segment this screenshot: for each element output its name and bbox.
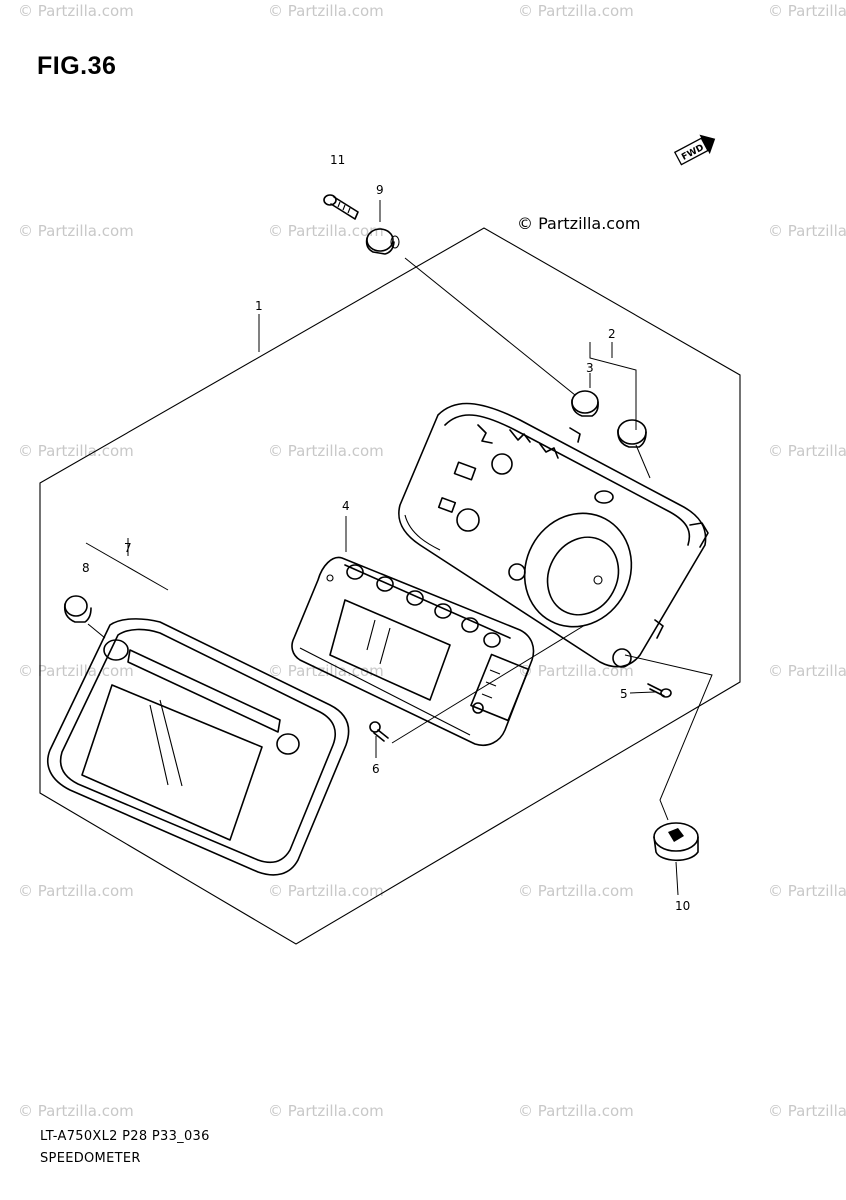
forward-arrow-icon: FWD: [673, 134, 716, 166]
watermark-tile: © Partzilla.com: [268, 222, 384, 240]
leader-lines: [85, 200, 713, 896]
watermark-tile: © Partzilla.com: [518, 1102, 634, 1120]
callout-7: 7: [124, 541, 132, 555]
screw-part-6: [369, 721, 389, 742]
screw-part-5: [647, 683, 672, 698]
watermark-tile: © Partzilla.com: [518, 662, 634, 680]
watermark-tile: © Partzilla.com: [18, 882, 134, 900]
watermark-main: © Partzilla.com: [517, 214, 641, 233]
callout-1: 1: [255, 299, 263, 313]
watermark-tile: © Partzilla.com: [18, 1102, 134, 1120]
screw-part-11: [323, 194, 359, 220]
watermark-tile: © Partzilla.com: [268, 2, 384, 20]
callout-5: 5: [620, 687, 628, 701]
callout-4: 4: [342, 499, 350, 513]
watermark-tile: © Partzilla.com: [518, 2, 634, 20]
watermark-tile: © Partzilla.com: [768, 442, 846, 460]
watermark-tile: © Partzilla.com: [768, 2, 846, 20]
watermark-tile: © Partzilla.com: [768, 222, 846, 240]
grommet-part-3: [571, 390, 647, 448]
assembly-boundary: [39, 227, 741, 945]
grommet-part-8: [63, 595, 92, 623]
section-name: SPEEDOMETER: [40, 1151, 141, 1166]
cushion-part-9: [365, 228, 400, 255]
watermark-tile: © Partzilla.com: [268, 882, 384, 900]
rear-case-part-2: [398, 402, 709, 668]
figure-title: FIG.36: [37, 52, 117, 80]
watermark-tile: © Partzilla.com: [18, 222, 134, 240]
callout-11: 11: [330, 153, 345, 167]
callout-6: 6: [372, 762, 380, 776]
model-code: LT-A750XL2 P28 P33_036: [40, 1129, 210, 1144]
meter-unit-part-4: [291, 556, 535, 746]
watermark-tile: © Partzilla.com: [268, 442, 384, 460]
watermark-tile: © Partzilla.com: [268, 1102, 384, 1120]
callout-3: 3: [586, 361, 594, 375]
callout-10: 10: [675, 899, 690, 913]
watermark-tile: © Partzilla.com: [518, 882, 634, 900]
svg-text:FWD: FWD: [680, 143, 705, 163]
watermark-tile: © Partzilla.com: [18, 442, 134, 460]
watermark-tile: © Partzilla.com: [18, 662, 134, 680]
callout-8: 8: [82, 561, 90, 575]
cushion-part-10: [653, 822, 699, 862]
watermark-tile: © Partzilla.com: [768, 1102, 846, 1120]
callout-9: 9: [376, 183, 384, 197]
watermark-tile: © Partzilla.com: [768, 662, 846, 680]
watermark-tile: © Partzilla.com: [768, 882, 846, 900]
watermark-tile: © Partzilla.com: [18, 2, 134, 20]
callout-2: 2: [608, 327, 616, 341]
front-lens-part-7: [46, 618, 350, 876]
